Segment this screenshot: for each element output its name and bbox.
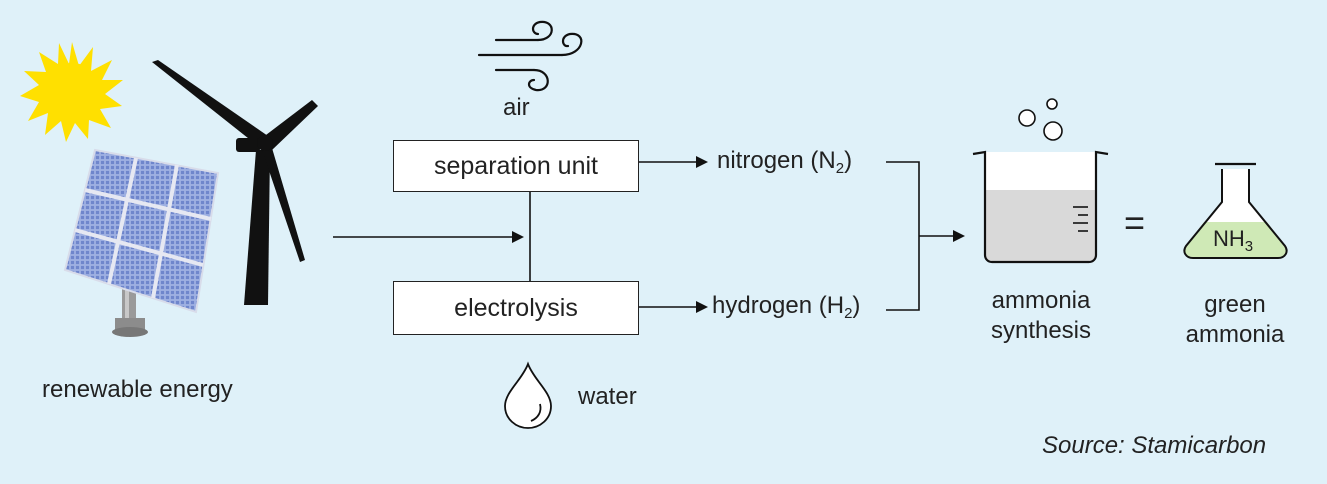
separation-unit-box: separation unit — [393, 140, 639, 192]
wind-air-icon — [477, 20, 583, 92]
separation-unit-label: separation unit — [433, 151, 598, 180]
solar-panel-icon — [63, 148, 220, 337]
water-label: water — [578, 383, 637, 410]
flask-icon — [1183, 162, 1288, 259]
nitrogen-label: nitrogen (N2) — [717, 147, 853, 177]
green-ammonia-label: green ammonia — [1185, 291, 1285, 348]
beaker-icon — [972, 150, 1109, 264]
water-drop-icon — [504, 361, 552, 429]
source-credit: Source: Stamicarbon — [1042, 432, 1267, 459]
electrolysis-box: electrolysis — [393, 281, 639, 335]
wind-turbine-icon — [152, 60, 318, 305]
equals-sign: = — [1124, 202, 1146, 243]
flow-lines — [333, 156, 965, 313]
hydrogen-label: hydrogen (H2) — [712, 292, 861, 322]
sun-icon — [20, 42, 123, 142]
air-label: air — [503, 94, 530, 121]
nh3-label: NH3 — [1213, 226, 1254, 255]
renewable-energy-label: renewable energy — [42, 376, 233, 403]
electrolysis-label: electrolysis — [454, 293, 578, 322]
bubbles-icon — [1018, 98, 1063, 141]
ammonia-synthesis-label: ammonia synthesis — [990, 287, 1092, 344]
